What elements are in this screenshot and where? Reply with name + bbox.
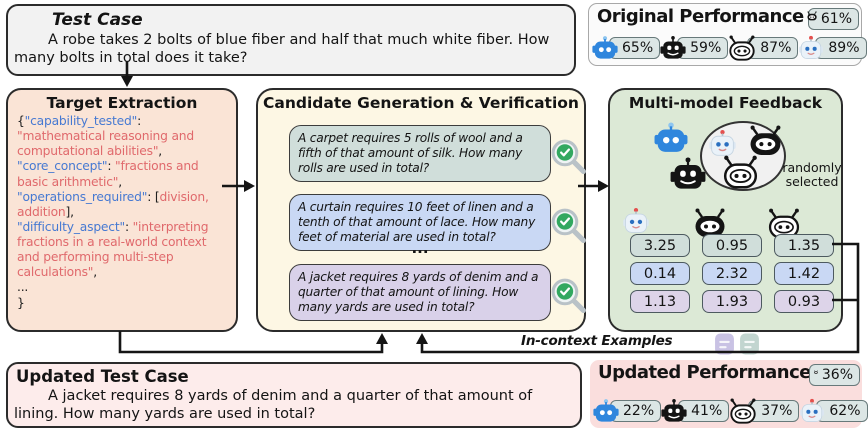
candidate-card: A carpet requires 5 rolls of wool and a … <box>289 125 551 183</box>
json-key: "difficulty_aspect" <box>17 219 125 234</box>
light-robot-icon <box>622 207 650 235</box>
black-robot-icon <box>670 156 706 192</box>
arrowhead-right <box>244 180 255 192</box>
example-doc-icon <box>739 332 760 356</box>
json-colon: : <box>137 114 142 128</box>
updated-performance-scores: 22% 41% 37% 62% <box>593 398 868 424</box>
blue-robot-icon <box>592 35 618 61</box>
light-robot-icon <box>799 398 825 424</box>
score-badge: 62% <box>816 400 868 422</box>
original-performance-title-row: Original Performance 61% <box>597 4 859 30</box>
target-extraction-json: {"capability_tested": "mathematical reas… <box>8 112 236 311</box>
original-performance-title: Original Performance <box>597 6 804 27</box>
model-score-pair: 22% <box>593 398 662 424</box>
feedback-score-cell: 1.93 <box>702 290 762 313</box>
updated-test-case-title: Updated Test Case <box>16 367 189 386</box>
json-value: "fractions and basic arithmetic" <box>17 159 199 189</box>
verify-check-magnifier-icon <box>549 137 586 174</box>
model-score-pair: 89% <box>798 35 867 61</box>
model-score-pair: 87% <box>728 35 799 61</box>
score-badge: 36% <box>808 364 860 386</box>
json-comma: , <box>93 265 97 280</box>
feedback-score-cell: 2.32 <box>702 262 762 285</box>
model-score-pair: 41% <box>661 398 730 424</box>
json-comma: , <box>158 144 163 159</box>
candidate-card: A curtain requires 10 feet of linen and … <box>289 194 551 252</box>
json-key: "core_concept" <box>17 159 108 174</box>
black-head-robot-icon <box>814 358 818 386</box>
feedback-score-cell: 0.95 <box>702 234 762 257</box>
arrowhead-up <box>376 333 388 344</box>
json-bracket: : [ <box>147 189 160 204</box>
feedback-score-cell: 1.35 <box>774 234 834 257</box>
feedback-score-cell: 0.14 <box>630 262 690 285</box>
feedback-score-cell: 1.13 <box>630 290 690 313</box>
outline-head-robot-icon <box>729 398 757 424</box>
original-performance-panel: Original Performance 61% 65% 59% 87% 89% <box>588 3 867 66</box>
black-head-robot-icon <box>749 125 782 156</box>
updated-performance-title-row: Updated Performance 36% <box>598 360 860 386</box>
json-brace: { <box>17 114 25 128</box>
json-key: "capability_tested" <box>24 114 138 128</box>
example-doc-icon <box>714 332 735 356</box>
updated-test-case-body: A jacket requires 8 yards of denim and a… <box>14 388 533 423</box>
score-badge: 65% <box>609 37 661 59</box>
blue-robot-icon <box>654 121 688 155</box>
json-bracket: ], <box>65 204 75 219</box>
randomly-selected-label: randomly selected <box>782 160 842 189</box>
updated-test-case-box: Updated Test Case A jacket requires 8 ya… <box>6 362 582 428</box>
test-case-box: Test Case A robe takes 2 bolts of blue f… <box>6 4 576 76</box>
candidate-generation-title: Candidate Generation & Verification <box>263 94 579 112</box>
target-extraction-title: Target Extraction <box>46 94 198 112</box>
updated-performance-panel: Updated Performance 36% 22% 41% 37% 62% <box>590 360 868 428</box>
model-score-pair: 37% <box>729 398 800 424</box>
feedback-score-cell: 1.42 <box>774 262 834 285</box>
multi-model-feedback-title: Multi-model Feedback <box>628 94 823 112</box>
verify-check-magnifier-icon <box>549 276 586 313</box>
json-brace: } <box>17 295 25 310</box>
json-colon: : <box>124 219 133 234</box>
multi-model-feedback-box: Multi-model Feedback randomly selected 3… <box>608 88 843 332</box>
target-extraction-box: Target Extraction {"capability_tested": … <box>6 88 238 332</box>
black-robot-icon <box>661 398 687 424</box>
light-robot-icon <box>708 129 737 158</box>
updated-performance-title: Updated Performance <box>598 362 811 383</box>
test-case-title: Test Case <box>52 10 143 30</box>
score-badge: 59% <box>677 37 729 59</box>
json-value: "mathematical reasoning and computationa… <box>17 129 194 159</box>
json-comma: , <box>118 174 122 189</box>
json-value: division, addition <box>17 189 209 219</box>
json-colon: : <box>107 159 115 174</box>
candidate-generation-box: Candidate Generation & Verification A ca… <box>256 88 586 332</box>
outline-head-robot-icon <box>722 155 759 189</box>
score-badge: 61% <box>807 8 859 30</box>
feedback-score-cell: 3.25 <box>630 234 690 257</box>
json-value: "interpreting fractions in a real-world … <box>17 219 209 280</box>
score-badge: 87% <box>747 37 799 59</box>
score-badge: 37% <box>748 400 800 422</box>
blue-robot-icon <box>593 398 619 424</box>
black-head-robot-icon <box>807 2 817 30</box>
arrowhead-up <box>416 333 428 344</box>
light-robot-icon <box>798 35 824 61</box>
candidates-ellipsis: ... <box>411 239 429 257</box>
score-badge: 41% <box>678 400 730 422</box>
black-robot-icon <box>660 35 686 61</box>
model-score-pair: 62% <box>799 398 868 424</box>
arrowhead-down <box>121 76 133 87</box>
score-badge: 22% <box>610 400 662 422</box>
in-context-examples-label: In-context Examples <box>521 333 673 349</box>
json-ellipsis: ... <box>17 280 29 295</box>
original-performance-scores: 65% 59% 87% 89% <box>592 35 867 61</box>
verify-check-magnifier-icon <box>549 206 586 243</box>
json-key: "operations_required" <box>17 189 148 204</box>
test-case-body: A robe takes 2 bolts of blue fiber and h… <box>14 32 550 67</box>
feedback-score-cell: 0.93 <box>774 290 834 313</box>
outline-head-robot-icon <box>728 35 756 61</box>
candidate-card: A jacket requires 8 yards of denim and a… <box>289 264 551 322</box>
model-score-pair: 65% <box>592 35 661 61</box>
model-score-pair: 59% <box>660 35 729 61</box>
